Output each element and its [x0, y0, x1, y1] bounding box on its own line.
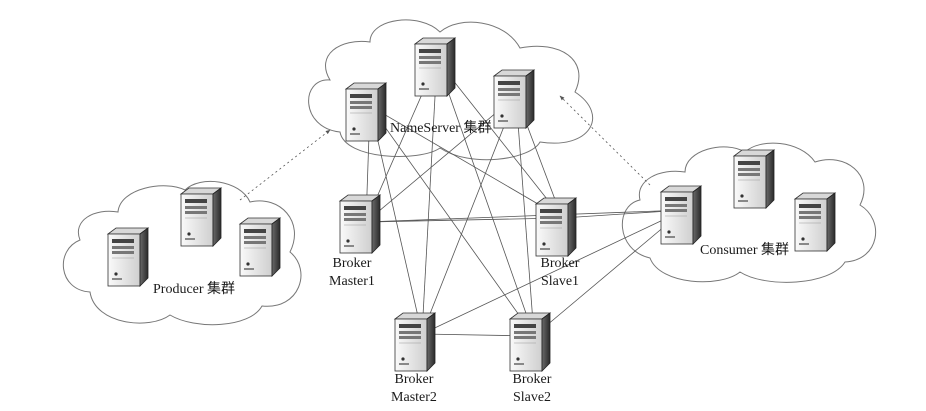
- nameserver-cluster-label: NameServer 集群: [390, 121, 492, 136]
- broker-slave2-line1: Broker: [512, 372, 552, 387]
- broker-slave1-line1: Broker: [540, 256, 580, 271]
- producer-to-nameserver-arrow: [239, 129, 331, 201]
- nameserver-server-2: [414, 37, 456, 97]
- link-cons-m2: [421, 209, 685, 335]
- consumer-server-1: [660, 185, 702, 245]
- link-ns2-s1: [436, 59, 563, 219]
- broker-slave2-server: [509, 312, 551, 372]
- producer-server-1: [107, 227, 149, 287]
- broker-master1-label: Broker Master1: [327, 255, 377, 291]
- link-ns1-m2: [369, 105, 423, 335]
- link-ns3-m2: [421, 95, 517, 335]
- broker-slave2-line2: Slave2: [512, 390, 552, 405]
- broker-master2-label: Broker Master2: [387, 371, 441, 407]
- broker-master2-server: [394, 312, 436, 372]
- producer-server-3: [239, 217, 281, 277]
- broker-slave1-label: Broker Slave1: [535, 255, 585, 291]
- broker-master1-server: [339, 194, 381, 254]
- broker-master1-line2: Master1: [329, 274, 375, 289]
- link-cons-m1: [365, 209, 685, 223]
- consumer-server-2: [733, 149, 775, 209]
- link-m1-s1: [365, 217, 563, 223]
- nameserver-server-3: [493, 69, 535, 129]
- consumer-to-nameserver-arrow: [559, 95, 651, 186]
- producer-server-2: [180, 187, 222, 247]
- link-ns1-s2: [369, 105, 535, 337]
- broker-master1-line1: Broker: [332, 256, 372, 271]
- link-ns2-m2: [421, 59, 438, 335]
- link-ns3-m1: [365, 95, 517, 223]
- broker-slave1-line2: Slave1: [540, 274, 580, 289]
- broker-master2-line1: Broker: [394, 372, 434, 387]
- link-cons-s2: [533, 209, 685, 337]
- producer-cloud: [63, 180, 302, 326]
- consumer-cluster-label: Consumer 集群: [700, 243, 790, 258]
- nameserver-server-1: [345, 82, 387, 142]
- connection-lines: [239, 59, 685, 337]
- broker-slave2-label: Broker Slave2: [507, 371, 557, 407]
- link-ns1-s1: [369, 105, 563, 219]
- broker-slave1-server: [535, 197, 577, 257]
- consumer-server-3: [794, 192, 836, 252]
- link-ns2-s2: [436, 59, 535, 337]
- producer-cluster-label: Producer 集群: [153, 282, 236, 297]
- broker-master2-line2: Master2: [391, 390, 437, 405]
